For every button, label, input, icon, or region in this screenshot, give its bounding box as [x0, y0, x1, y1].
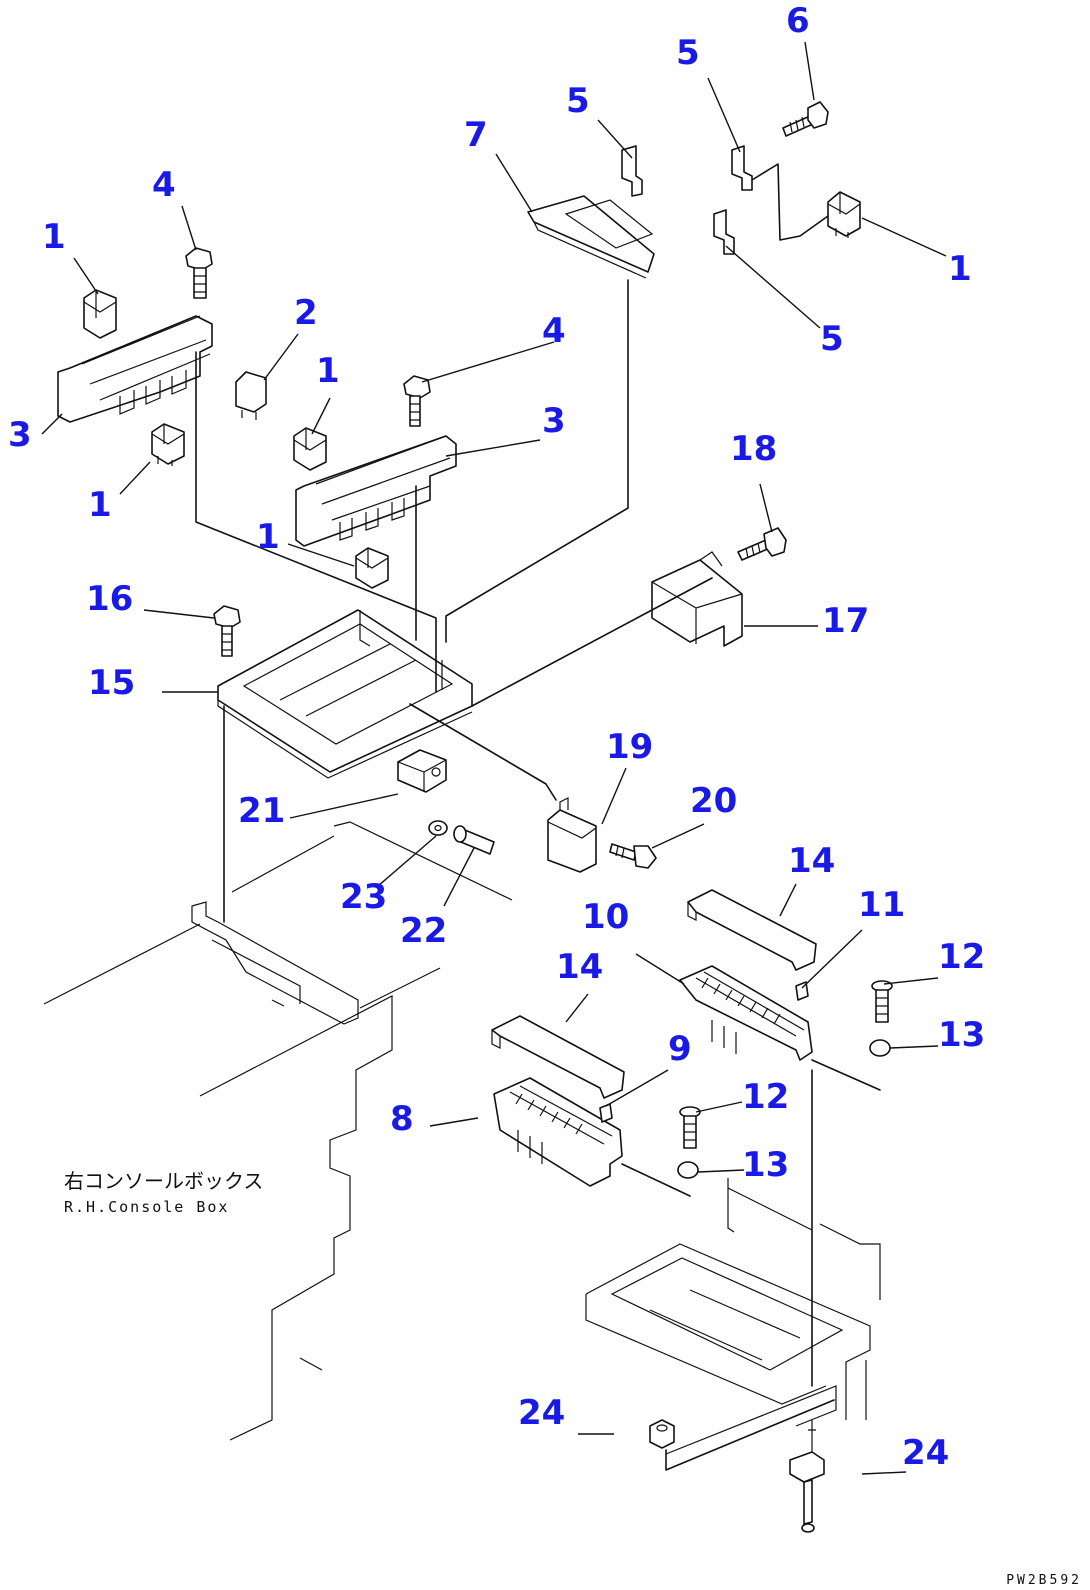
bolt-24	[789, 1420, 825, 1533]
callout-1: 1	[316, 351, 340, 391]
callout-1: 1	[88, 485, 112, 525]
relay-2	[235, 371, 267, 420]
callout-22: 22	[400, 911, 447, 951]
callout-15: 15	[88, 663, 135, 703]
bolt-18	[737, 527, 787, 561]
callout-11: 11	[858, 885, 905, 925]
callout-16: 16	[86, 579, 133, 619]
mount-line-nut	[665, 1399, 835, 1471]
console-floor-right	[585, 1178, 881, 1455]
washer-13-left	[677, 1161, 699, 1179]
callout-5: 5	[566, 81, 590, 121]
relay-21	[397, 749, 447, 793]
relay-1-left-top	[83, 289, 117, 339]
leader-lines	[41, 41, 947, 1475]
callout-14: 14	[556, 947, 603, 987]
fuse-box-10	[679, 965, 813, 1061]
callout-10: 10	[582, 897, 629, 937]
washer-13-right	[869, 1039, 891, 1057]
callout-6: 6	[786, 1, 810, 41]
clip-5-a	[621, 145, 643, 197]
callout-24: 24	[902, 1433, 949, 1473]
screw-12-right	[871, 980, 893, 1023]
callout-17: 17	[822, 601, 869, 641]
callout-4: 4	[152, 165, 176, 205]
bolt-16	[213, 605, 241, 657]
clip-5-b	[731, 145, 753, 191]
fuse-box-8	[493, 1077, 623, 1187]
callout-12: 12	[938, 937, 985, 977]
callout-23: 23	[340, 877, 387, 917]
fuse-cover-14-right	[687, 889, 817, 971]
callout-12: 12	[742, 1077, 789, 1117]
relay-1-middle-bottom	[355, 547, 389, 589]
relay-1-right	[827, 191, 861, 238]
harness-line-19	[409, 703, 557, 801]
callout-7: 7	[464, 115, 488, 155]
callout-13: 13	[938, 1015, 985, 1055]
callout-13: 13	[742, 1145, 789, 1185]
caption-english: R.H.Console Box	[64, 1198, 229, 1216]
clip-11	[795, 981, 809, 1001]
screw-12-left	[679, 1106, 701, 1149]
harness-line-upper	[751, 163, 829, 241]
callout-labels: 6 5 5 7 1 5 4 1 2 4 1 3 3 1 18 1 16 17 1…	[8, 1, 985, 1473]
callout-1: 1	[42, 217, 66, 257]
caption-japanese: 右コンソールボックス	[64, 1169, 263, 1193]
callout-8: 8	[390, 1099, 414, 1139]
tray-15	[217, 609, 473, 779]
callout-14: 14	[788, 841, 835, 881]
clip-9	[599, 1103, 613, 1123]
harness-line-left	[195, 351, 437, 693]
harness-line-right	[445, 279, 629, 643]
callout-19: 19	[606, 727, 653, 767]
callout-3: 3	[542, 401, 566, 441]
bolt-6	[782, 101, 829, 137]
callout-5: 5	[676, 33, 700, 73]
bolt-4-middle	[403, 375, 431, 427]
clip-5-c	[713, 209, 735, 255]
nut-24	[649, 1419, 675, 1449]
callout-18: 18	[730, 429, 777, 469]
callout-24: 24	[518, 1393, 565, 1433]
relay-bracket-3-middle	[295, 435, 457, 547]
callout-1: 1	[948, 249, 972, 289]
callout-5: 5	[820, 319, 844, 359]
callout-9: 9	[668, 1029, 692, 1069]
mount-line-8	[621, 1163, 691, 1197]
bolt-4-left	[185, 247, 213, 299]
drawing-code: PW2B592	[1006, 1573, 1082, 1588]
bolt-22	[453, 825, 495, 855]
callout-20: 20	[690, 781, 737, 821]
controller-17	[651, 551, 743, 647]
callout-2: 2	[294, 293, 318, 333]
relay-19	[547, 797, 597, 873]
callout-1: 1	[256, 517, 280, 557]
relay-bracket-3-left	[57, 315, 213, 423]
washer-23	[428, 820, 448, 836]
relay-1-left-bottom	[151, 423, 185, 466]
harness-line-17	[471, 577, 713, 707]
fuse-cover-14-left	[491, 1015, 625, 1099]
mount-line-10	[811, 1059, 881, 1091]
callout-4: 4	[542, 311, 566, 351]
callout-3: 3	[8, 415, 32, 455]
bolt-20	[609, 843, 657, 869]
relay-1-middle-top	[293, 427, 327, 471]
bracket-7	[527, 195, 655, 279]
console-floor-left	[43, 821, 513, 1441]
callout-21: 21	[238, 791, 285, 831]
